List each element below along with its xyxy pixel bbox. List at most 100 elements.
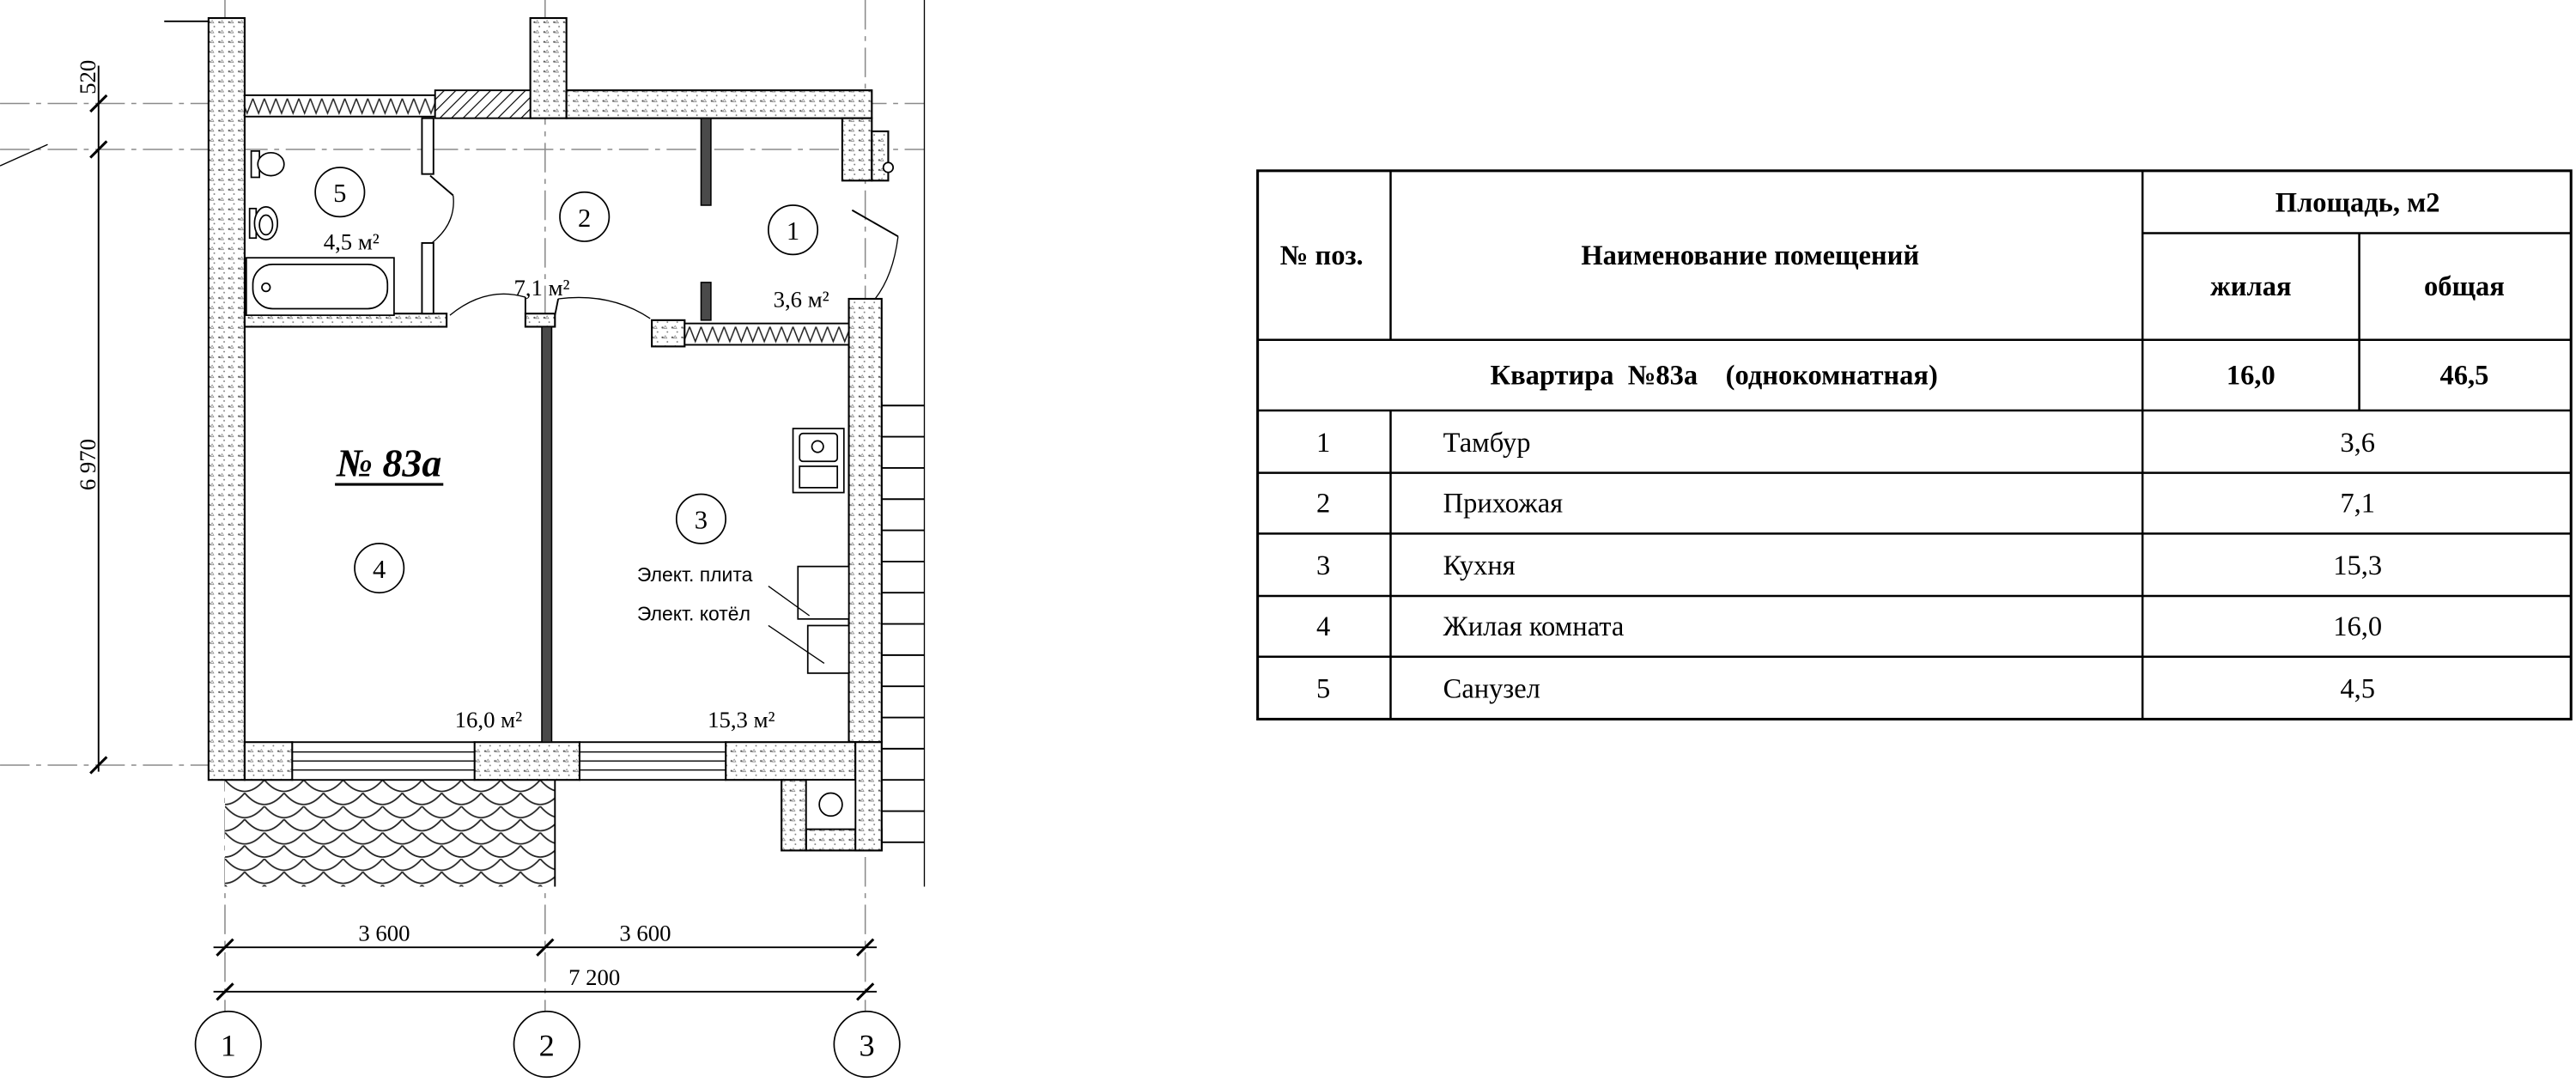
shaft-wall-right — [854, 741, 883, 852]
bathroom-side-partition — [421, 117, 434, 175]
room-area-5: 4,5 м² — [324, 229, 380, 255]
door-swing-room-3 — [558, 296, 651, 319]
table-cell-position: 5 — [1316, 674, 1330, 705]
door-swing-entrance — [874, 236, 899, 300]
exterior-wall-right-upper — [841, 117, 873, 182]
shaft-wall-left — [781, 779, 807, 852]
table-border — [1256, 169, 2573, 720]
dimension-tick — [89, 140, 108, 159]
table-header-position: № поз. — [1280, 240, 1364, 271]
dimension-label-520: 520 — [75, 60, 100, 94]
insulated-partition — [683, 322, 850, 346]
partition-room-2-1 — [700, 117, 712, 206]
room-area-4: 16,0 м² — [455, 707, 522, 732]
room-labels: 5 4,5 м² 2 7,1 м² 1 3,6 м² № 83а 4 16,0 … — [314, 167, 829, 732]
exterior-wall-upper — [529, 16, 568, 119]
kitchen-fixtures — [768, 428, 850, 674]
table-header-living: жилая — [2210, 271, 2291, 302]
table-cell-name: Тамбур — [1443, 428, 1531, 459]
dimension-tick — [216, 938, 234, 957]
shaft-pipe-icon — [818, 792, 843, 818]
room-number-3: 3 — [695, 506, 708, 535]
table-header-name: Наименование помещений — [1581, 240, 1919, 271]
axis-label-2: 2 — [539, 1028, 555, 1062]
room-marker-2 — [559, 191, 611, 242]
room-number-5: 5 — [333, 179, 346, 208]
dimension-label-span-1: 3 600 — [358, 921, 410, 946]
room-area-1: 3,6 м² — [774, 287, 829, 313]
insulated-wall-top — [243, 94, 436, 118]
table-row: 1 Тамбур 3,6 — [1316, 428, 2375, 459]
partition-stub — [651, 319, 686, 348]
table-apartment-total: 46,5 — [2440, 360, 2489, 391]
doors — [429, 174, 899, 319]
toilet-icon — [257, 151, 285, 177]
bathroom-side-partition — [421, 242, 434, 315]
hatched-wall-top — [434, 89, 532, 119]
dimension-tick — [89, 94, 108, 113]
table-cell-area: 7,1 — [2340, 489, 2375, 520]
table-row: 5 Санузел 4,5 — [1316, 674, 2375, 705]
leader-line-top-left — [0, 143, 48, 167]
table-header-area: Площадь, м2 — [2275, 188, 2440, 219]
window — [291, 741, 476, 781]
exterior-wall-top — [565, 89, 873, 119]
riser-icon — [882, 161, 895, 173]
partitions — [243, 117, 850, 743]
dimension-tick — [536, 938, 555, 957]
boiler-leader — [768, 624, 825, 664]
table-row: 4 Жилая комната 16,0 — [1316, 611, 2382, 642]
axis-label-1: 1 — [221, 1028, 236, 1062]
table-cell-name: Прихожая — [1443, 489, 1563, 520]
room-marker-3 — [675, 493, 727, 544]
table-cell-position: 1 — [1316, 428, 1330, 459]
axis-marker-2 — [513, 1010, 580, 1079]
room-number-4: 4 — [373, 555, 386, 584]
table-cell-area: 4,5 — [2340, 674, 2375, 705]
table-apartment-name: Квартира №83а (однокомнатная) — [1491, 360, 1938, 391]
dimension-tick — [216, 982, 234, 1001]
table-cell-area: 3,6 — [2340, 428, 2375, 459]
door-swing-room-4 — [449, 293, 526, 316]
dimension-label-total: 7 200 — [568, 964, 620, 990]
room-marker-4 — [354, 543, 405, 594]
bathtub-basin — [252, 263, 389, 310]
bathroom-fixtures — [245, 150, 395, 316]
axis-marker-1 — [194, 1010, 262, 1079]
boiler-label: Элект. котёл — [637, 603, 750, 625]
axis-label-3: 3 — [859, 1028, 874, 1062]
room-marker-5 — [314, 167, 366, 218]
electric-boiler-icon — [806, 624, 850, 674]
partition-stub — [524, 313, 556, 328]
table-cell-name: Кухня — [1443, 550, 1516, 581]
table-cell-position: 3 — [1316, 550, 1330, 581]
bidet-bowl — [258, 214, 274, 236]
room-number-1: 1 — [787, 216, 799, 246]
balcony-tiles — [224, 780, 556, 887]
room-marker-1 — [767, 204, 819, 256]
room-number-2: 2 — [578, 204, 591, 233]
axis-marker-3 — [833, 1010, 901, 1079]
table-row: 3 Кухня 15,3 — [1316, 550, 2382, 581]
room-area-2: 7,1 м² — [513, 275, 569, 301]
apartment-label: № 83а — [336, 441, 441, 484]
exterior-wall-bottom — [473, 741, 581, 781]
exterior-wall-left — [207, 16, 246, 781]
kitchen-sink-drainer — [799, 465, 839, 489]
stove-label: Элект. плита — [637, 563, 753, 586]
table-cell-area: 15,3 — [2333, 550, 2382, 581]
kitchen-sink-drain — [811, 440, 824, 453]
dimension-label-depth: 6 970 — [75, 439, 100, 490]
window — [579, 741, 727, 781]
exterior-wall-right-lower — [848, 297, 883, 744]
table-cell-name: Жилая комната — [1443, 611, 1625, 642]
electric-stove-icon — [797, 565, 850, 620]
dimensions: 520 6 970 3 600 3 600 7 200 1 2 3 — [75, 60, 901, 1079]
door-leaf-room-3 — [554, 298, 560, 316]
partition-room-2-1 — [700, 282, 712, 321]
stairs — [880, 402, 925, 851]
exterior-walls — [207, 16, 895, 852]
table-row: 2 Прихожая 7,1 — [1316, 489, 2375, 520]
dimension-label-span-2: 3 600 — [619, 921, 671, 946]
